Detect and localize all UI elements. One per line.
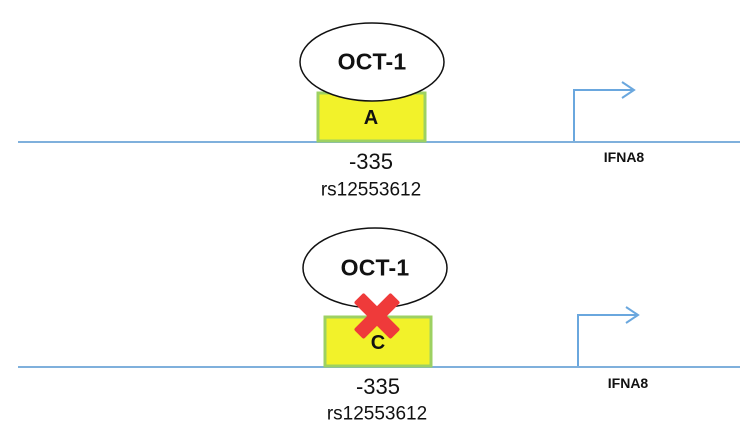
protein-label: OCT-1 bbox=[340, 254, 410, 281]
cross-icon bbox=[354, 293, 400, 339]
gene-label: IFNA8 bbox=[603, 149, 645, 165]
tss-arrow-shaft bbox=[577, 314, 636, 366]
gene-label: IFNA8 bbox=[607, 375, 649, 391]
tss-arrowhead bbox=[625, 306, 640, 324]
panel-blocked bbox=[18, 227, 740, 368]
allele-label: A bbox=[363, 107, 379, 129]
tss-arrow-icon bbox=[577, 306, 640, 366]
allele-label: C bbox=[370, 332, 386, 354]
position-label: -335 bbox=[355, 374, 401, 399]
tss-arrow-shaft bbox=[573, 89, 632, 141]
position-label: -335 bbox=[348, 149, 394, 174]
cross-bar-vertical bbox=[354, 293, 400, 339]
protein-label: OCT-1 bbox=[337, 48, 407, 75]
snp-id-label: rs12553612 bbox=[320, 179, 422, 201]
panel-bound bbox=[18, 22, 740, 143]
snp-id-label: rs12553612 bbox=[326, 403, 428, 425]
oct1-ellipse bbox=[299, 22, 445, 102]
tss-arrowhead bbox=[621, 81, 636, 99]
tss-arrow-icon bbox=[573, 81, 636, 141]
